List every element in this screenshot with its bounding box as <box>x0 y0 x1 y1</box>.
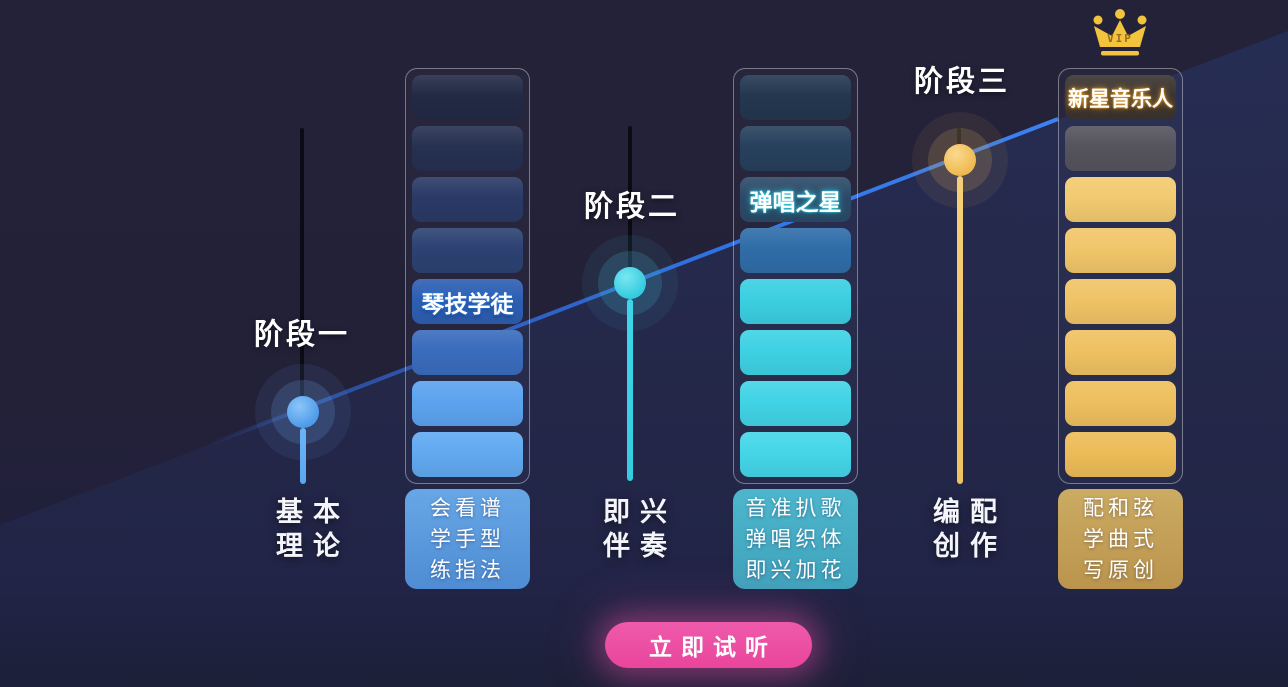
bar-segment <box>740 228 851 273</box>
skill-description-line: 学手型 <box>430 527 505 551</box>
vip-crown-icon: VIP <box>1093 9 1147 56</box>
bar-segment <box>740 330 851 375</box>
skill-description-line: 即兴加花 <box>745 558 846 582</box>
stage2-name: 即兴伴奏 <box>603 497 677 562</box>
skill-description-line: 练指法 <box>430 558 505 582</box>
skill-description-line: 会看谱 <box>430 496 505 520</box>
bar-segment <box>740 75 851 120</box>
bar-segment <box>740 126 851 171</box>
bar-segment <box>1065 279 1176 324</box>
bar-segment <box>1065 177 1176 222</box>
bar-segment <box>412 228 523 273</box>
bar-segment <box>412 75 523 120</box>
badge-label: 新星音乐人 <box>1068 86 1173 111</box>
bar-segment <box>1065 126 1176 171</box>
stage2-tail-line <box>627 299 633 481</box>
badge-label: 弹唱之星 <box>749 189 842 216</box>
badge-segment: 弹唱之星 <box>740 177 851 222</box>
cta-trial-button[interactable]: 立即试听 <box>605 622 812 668</box>
badge-segment: 琴技学徒 <box>412 279 523 324</box>
badge-segment: 新星音乐人 <box>1065 75 1176 120</box>
stage2-stick-line <box>628 126 632 268</box>
stage3-milestone-dot <box>944 144 976 176</box>
stage1-label: 阶段一 <box>253 317 351 351</box>
stage2-milestone-dot <box>614 267 646 299</box>
skill-description-line: 写原创 <box>1083 558 1158 582</box>
stage1-name: 基本理论 <box>276 497 350 562</box>
bar-segment <box>740 432 851 477</box>
skill-description-line: 音准扒歌 <box>745 496 846 520</box>
stage3-label: 阶段三 <box>913 64 1011 98</box>
bar-segment <box>412 177 523 222</box>
skill-column-1: 琴技学徒会看谱学手型练指法 <box>405 0 530 687</box>
skill-description-line: 学曲式 <box>1083 527 1158 551</box>
skill-description-box: 配和弦学曲式写原创 <box>1058 489 1183 589</box>
skill-bar-container: 琴技学徒 <box>405 68 530 484</box>
bar-segment <box>1065 330 1176 375</box>
bar-segment <box>1065 228 1176 273</box>
stage3-stick-line <box>957 128 961 148</box>
bar-segment <box>412 381 523 426</box>
stage1-tail-line <box>300 428 306 484</box>
bar-segment <box>1065 381 1176 426</box>
stage3-tail-line <box>957 176 963 484</box>
stage1-milestone-dot <box>287 396 319 428</box>
stage2-label: 阶段二 <box>583 189 681 223</box>
skill-bar-container: 弹唱之星 <box>733 68 858 484</box>
skill-description-box: 会看谱学手型练指法 <box>405 489 530 589</box>
skill-description-line: 配和弦 <box>1083 496 1158 520</box>
stage1-stick-line <box>300 128 304 396</box>
bar-segment <box>412 432 523 477</box>
bar-segment <box>412 330 523 375</box>
area-fill <box>0 31 1288 687</box>
bar-segment <box>740 279 851 324</box>
badge-label: 琴技学徒 <box>421 291 514 318</box>
skill-description-line: 弹唱织体 <box>745 527 846 551</box>
bar-segment <box>1065 432 1176 477</box>
vip-text: VIP <box>1107 32 1133 45</box>
skill-column-2: 弹唱之星音准扒歌弹唱织体即兴加花 <box>733 0 858 687</box>
skill-description-box: 音准扒歌弹唱织体即兴加花 <box>733 489 858 589</box>
skill-bar-container: 新星音乐人 <box>1058 68 1183 484</box>
bar-segment <box>740 381 851 426</box>
stage3-name: 编配创作 <box>933 497 1007 562</box>
bar-segment <box>412 126 523 171</box>
skill-column-3: 新星音乐人配和弦学曲式写原创 <box>1058 0 1183 687</box>
